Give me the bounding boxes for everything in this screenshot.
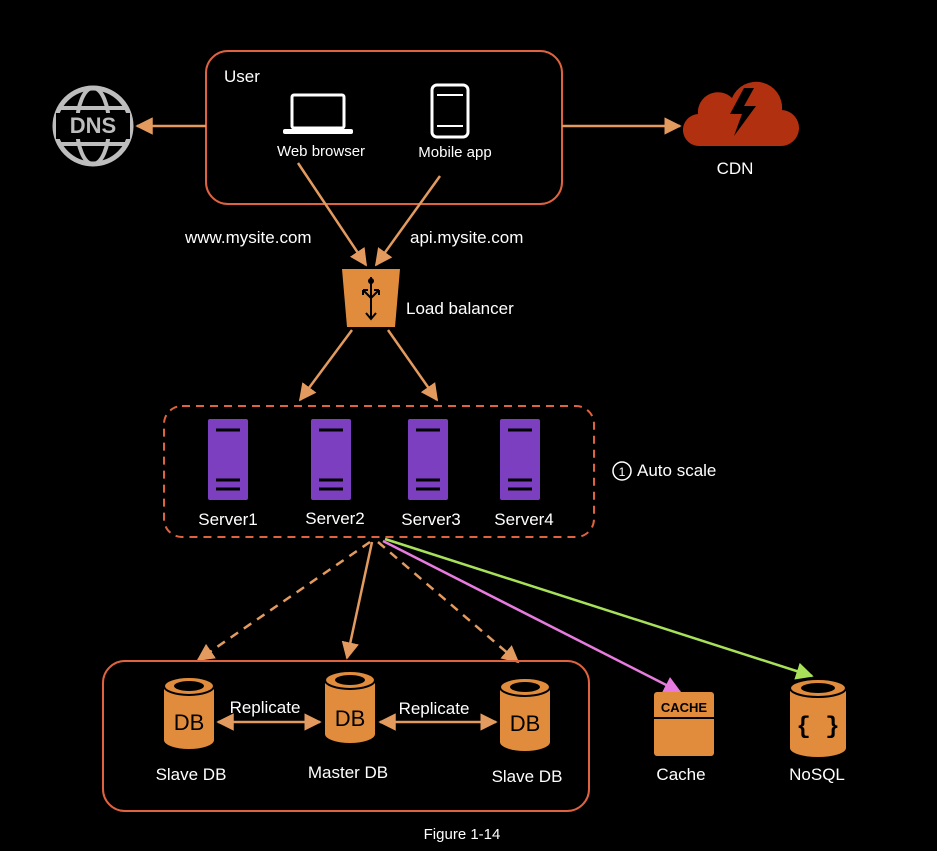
cache-icon: CACHE [654,692,714,756]
user-box [205,50,563,205]
arrow-server-to-slave-left [196,540,371,662]
arrow-server-to-nosql [384,537,814,680]
server1-label: Server1 [198,510,258,529]
auto-scale-number-icon [612,461,632,481]
slave-db-left-icon: DB [163,676,215,749]
nosql-icon-text: { } [796,714,839,741]
www-domain-label: www.mysite.com [185,228,312,247]
master-db-icon: DB [324,670,376,743]
user-box-title: User [224,67,260,86]
mobile-app-label: Mobile app [418,144,492,161]
data-tier-box [102,660,590,812]
arrow-server-to-master [341,541,374,660]
server4-icon [500,419,540,500]
master-db-label: Master DB [307,763,389,782]
laptop-icon [283,93,353,134]
api-domain-label: api.mysite.com [410,228,524,247]
dns-label: DNS [70,113,116,138]
cdn-cloud-icon [682,81,800,147]
server2-label: Server2 [305,509,365,528]
db-icon-text: DB [510,711,541,736]
auto-scale-label: Auto scale [637,461,717,480]
replicate-left-label: Replicate [229,698,301,717]
cache-label: Cache [656,765,706,784]
slave-db-right-icon: DB [499,677,551,751]
arrow-lb-to-server-right [386,329,439,402]
server2-icon [311,419,351,500]
replicate-right-label: Replicate [398,699,470,718]
db-icon-text: DB [335,706,366,731]
dns-globe-icon: DNS [52,85,134,167]
web-tier-box [163,405,595,538]
cdn-label: CDN [716,159,754,178]
load-balancer-label: Load balancer [406,299,514,318]
server3-icon [408,419,448,500]
slave-db-right-label: Slave DB [491,767,563,786]
slave-db-left-label: Slave DB [155,765,227,784]
web-browser-label: Web browser [276,143,366,160]
mobile-phone-icon [430,83,470,139]
figure-caption: Figure 1-14 [423,826,501,843]
cache-icon-text: CACHE [661,700,708,715]
auto-scale-number: 1 [619,465,626,479]
nosql-icon: { } [789,678,847,757]
arrow-browser-to-lb [296,162,368,267]
server1-icon [208,419,248,500]
arrow-app-to-lb [374,175,442,267]
arrow-server-to-cache [382,539,682,694]
arrow-lb-to-server-left [298,329,354,402]
load-balancer-icon [342,269,400,327]
server3-label: Server3 [401,510,461,529]
db-icon-text: DB [174,710,205,735]
server4-label: Server4 [494,510,554,529]
nosql-label: NoSQL [789,765,845,784]
